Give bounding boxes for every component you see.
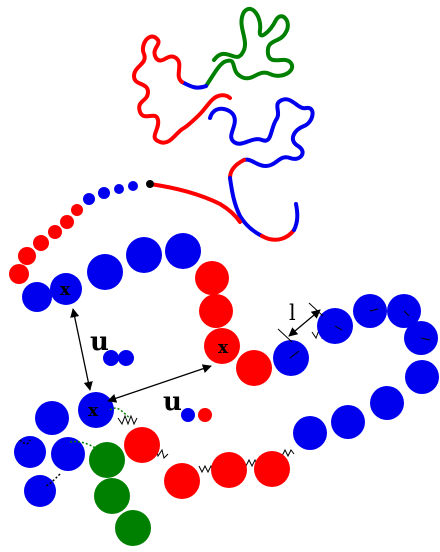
- bead-icon: [254, 451, 290, 487]
- chain-segment-red-3: [260, 228, 296, 242]
- bead-icon: [370, 386, 404, 420]
- bead-icon: [198, 408, 212, 422]
- bead-icon: [164, 463, 200, 499]
- u-label-right: u: [163, 387, 182, 417]
- bond-length-label: l: [289, 301, 296, 325]
- bead-icon: [331, 405, 365, 439]
- x-label-2: x: [218, 338, 229, 358]
- bead-icon: [204, 328, 240, 364]
- spring-icon: [281, 448, 295, 458]
- bead-icon: [199, 294, 233, 328]
- large-bead-chain: [14, 233, 439, 546]
- bead-icon: [18, 247, 36, 265]
- x-label-1: x: [60, 280, 71, 300]
- bead-icon: [35, 401, 69, 435]
- chain-segment-blue-3: [228, 176, 264, 238]
- bead-icon: [22, 282, 52, 312]
- bead-icon: [83, 193, 95, 205]
- chain-segment-red-1: [132, 34, 232, 145]
- bead-icon: [115, 510, 151, 546]
- chain-segment-blue-2: [208, 97, 315, 168]
- continuous-chain: [132, 6, 315, 242]
- chain-segment-blue-4: [292, 202, 300, 232]
- chain-segment-red-4: [148, 182, 242, 224]
- bond-vectors: [289, 308, 431, 359]
- bead-icon: [211, 452, 247, 488]
- bead-icon: [48, 225, 62, 239]
- small-bead-chain: [9, 180, 154, 284]
- bead-icon: [78, 392, 114, 428]
- x-label-3: x: [88, 401, 99, 421]
- bead-icon: [146, 180, 154, 188]
- bead-icon: [103, 350, 119, 366]
- bead-icon: [114, 184, 124, 194]
- bead-icon: [89, 442, 125, 478]
- chain-segment-green: [204, 6, 294, 88]
- bead-icon: [405, 360, 439, 394]
- labels: x x x u u l: [60, 280, 296, 421]
- bead-icon: [118, 350, 134, 366]
- bead-icon: [128, 181, 138, 191]
- bead-icon: [9, 264, 29, 284]
- bead-icon: [94, 478, 130, 514]
- bead-icon: [293, 416, 327, 450]
- bead-icon: [236, 350, 272, 386]
- chain-segment-blue-1: [180, 80, 208, 90]
- bead-icon: [124, 427, 160, 463]
- u-label-left: u: [90, 327, 109, 357]
- bead-icon: [195, 261, 229, 295]
- bead-icon: [98, 187, 110, 199]
- bead-icon: [87, 254, 123, 290]
- bead-icon: [273, 340, 309, 376]
- bead-icon: [126, 237, 162, 273]
- bead-icon: [14, 436, 46, 468]
- dotted-bonds: [19, 407, 131, 487]
- bead-icon: [60, 215, 74, 229]
- u-beads: [103, 350, 212, 422]
- bead-icon: [24, 475, 56, 507]
- arrows: [70, 302, 324, 403]
- bead-icon: [50, 273, 82, 305]
- spring-icon: [198, 464, 214, 474]
- chain-segment-red-2: [228, 158, 246, 180]
- spring-icon: [117, 414, 138, 426]
- bead-icon: [181, 408, 195, 422]
- bead-icon: [165, 233, 201, 269]
- double-arrow-icon: [288, 309, 321, 337]
- bead-icon: [71, 204, 83, 216]
- bead-icon: [33, 235, 49, 251]
- bead-icon: [51, 437, 85, 471]
- double-arrow-icon: [107, 364, 212, 403]
- double-arrow-icon: [70, 308, 93, 391]
